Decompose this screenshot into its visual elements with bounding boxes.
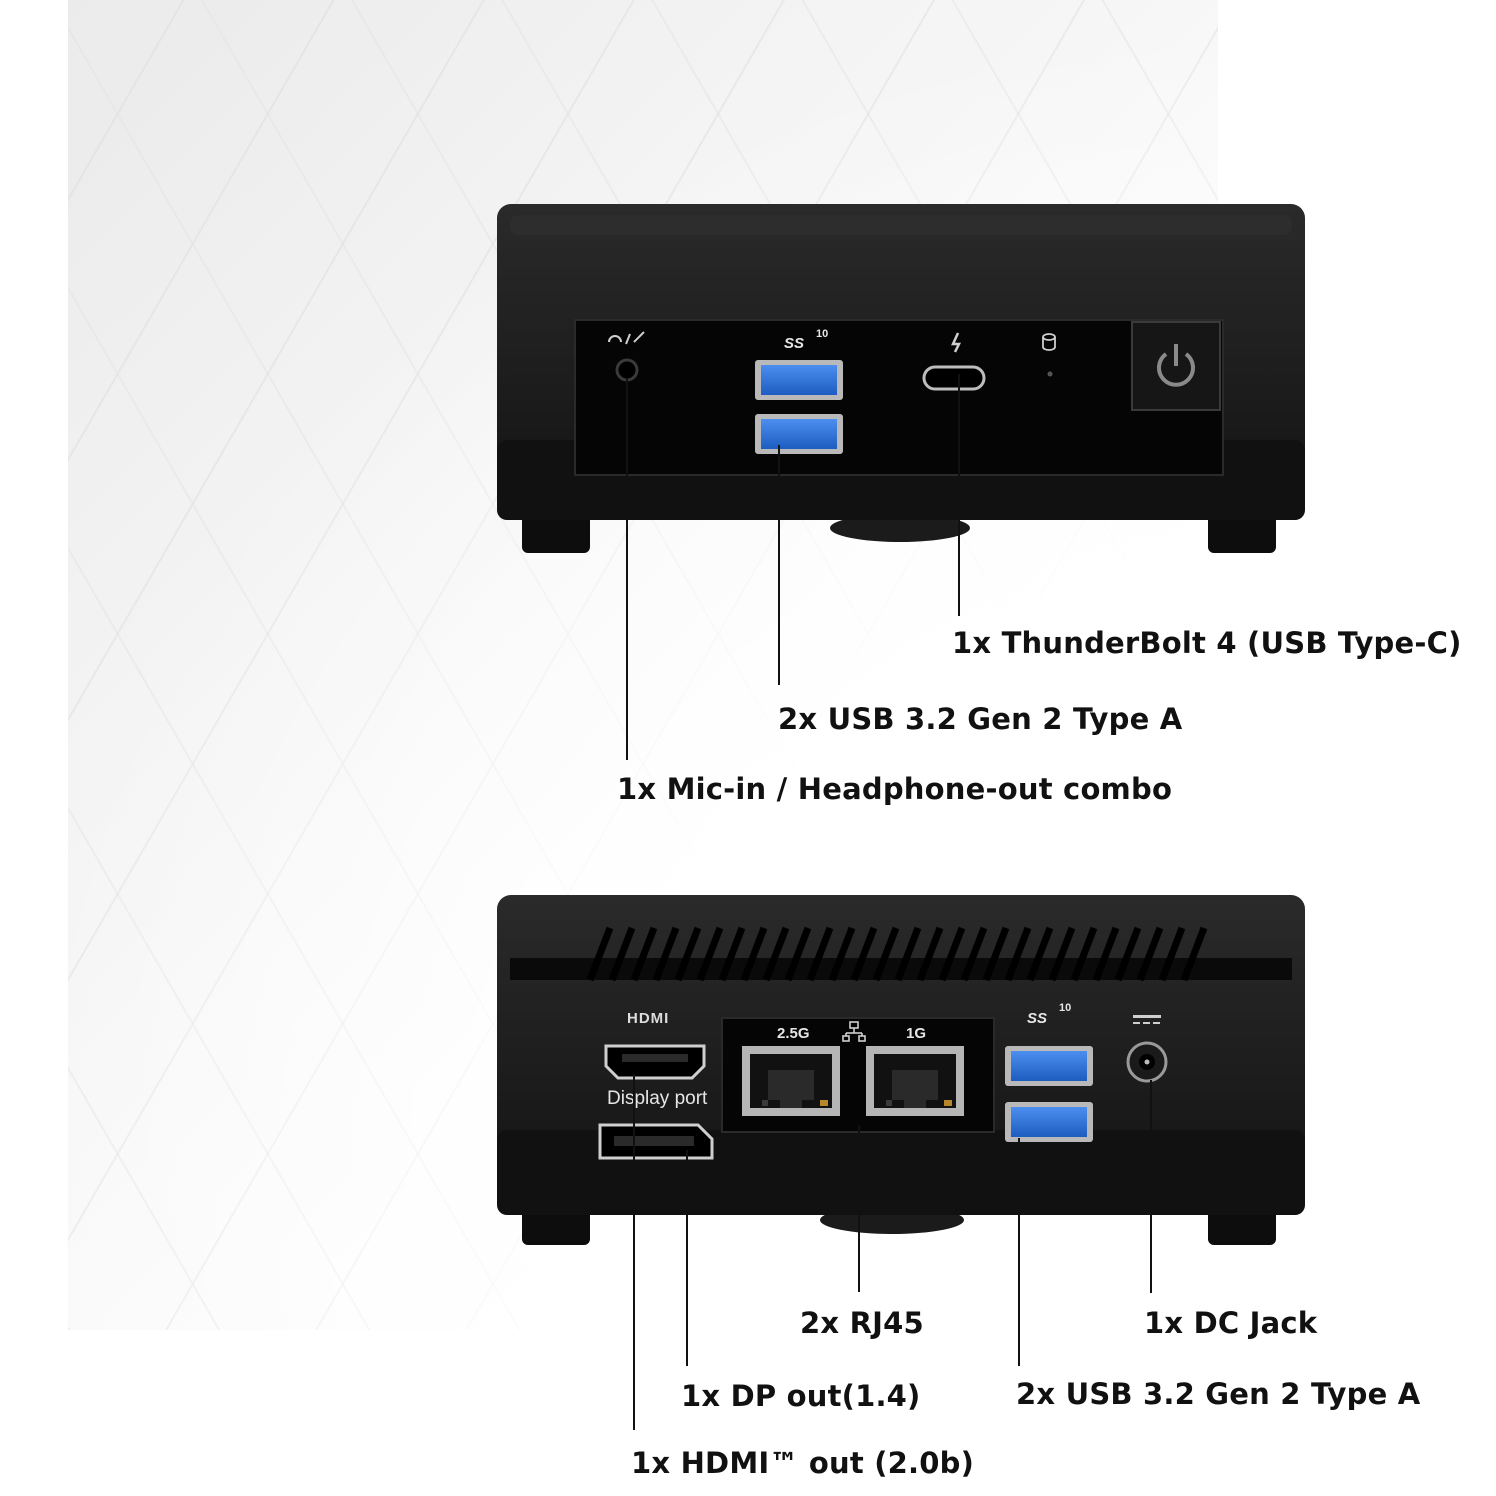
thunderbolt-icon [951,332,962,353]
usb-c-port[interactable] [922,365,986,391]
rear-usb-speed: 10 [1059,1002,1072,1014]
hdmi-port[interactable] [604,1044,706,1080]
leader-hdmi [633,1074,635,1430]
audio-jack[interactable] [615,358,639,382]
rear-usb-logo: SS [1027,1010,1048,1027]
label-thunderbolt: 1x ThunderBolt 4 (USB Type-C) [952,626,1462,660]
label-rj45: 2x RJ45 [800,1306,924,1340]
leader-displayport [686,1150,688,1366]
label-audio-combo: 1x Mic-in / Headphone-out combo [617,772,1173,806]
front-device [497,204,1305,553]
headphone-mic-icon [608,331,645,345]
leader-rear-usb [1018,1138,1020,1366]
displayport-text: Display port [607,1088,708,1109]
rear-device [497,895,1305,1245]
front-usb-logo: SS [784,335,805,352]
front-io-panel [574,319,1224,476]
front-base-stand [830,514,970,542]
front-usb-speed: 10 [816,328,829,340]
hdmi-logo: HDMI [627,1010,670,1027]
leader-dc-jack [1150,1080,1152,1293]
leader-audio [626,378,628,760]
network-icon [842,1021,866,1042]
rj45-port-2-5g[interactable] [742,1046,840,1116]
usb-a-port-rear-1[interactable] [1005,1046,1093,1086]
lan-2-5g-label: 2.5G [777,1025,810,1042]
usb-a-port-front-1[interactable] [755,360,843,400]
label-displayport: 1x DP out(1.4) [681,1379,921,1413]
rj45-port-1g[interactable] [866,1046,964,1116]
label-dc-jack: 1x DC Jack [1144,1306,1318,1340]
storage-activity-icon [1042,333,1056,351]
label-front-usb: 2x USB 3.2 Gen 2 Type A [778,702,1183,736]
leader-front-usb [778,445,780,685]
leader-rj45 [858,1125,860,1292]
label-rear-usb: 2x USB 3.2 Gen 2 Type A [1016,1377,1421,1411]
lan-1g-label: 1G [906,1025,927,1042]
dc-symbol-icon [1133,1015,1161,1024]
usb-a-port-rear-2[interactable] [1005,1102,1093,1142]
leader-thunderbolt [958,374,960,616]
label-hdmi: 1x HDMI™ out (2.0b) [631,1446,975,1480]
dc-jack[interactable] [1126,1041,1168,1083]
usb-a-port-front-2[interactable] [755,414,843,454]
displayport-port[interactable] [598,1123,714,1160]
vent-slots [586,926,1208,982]
storage-led [1047,371,1053,377]
power-icon [1157,344,1195,387]
